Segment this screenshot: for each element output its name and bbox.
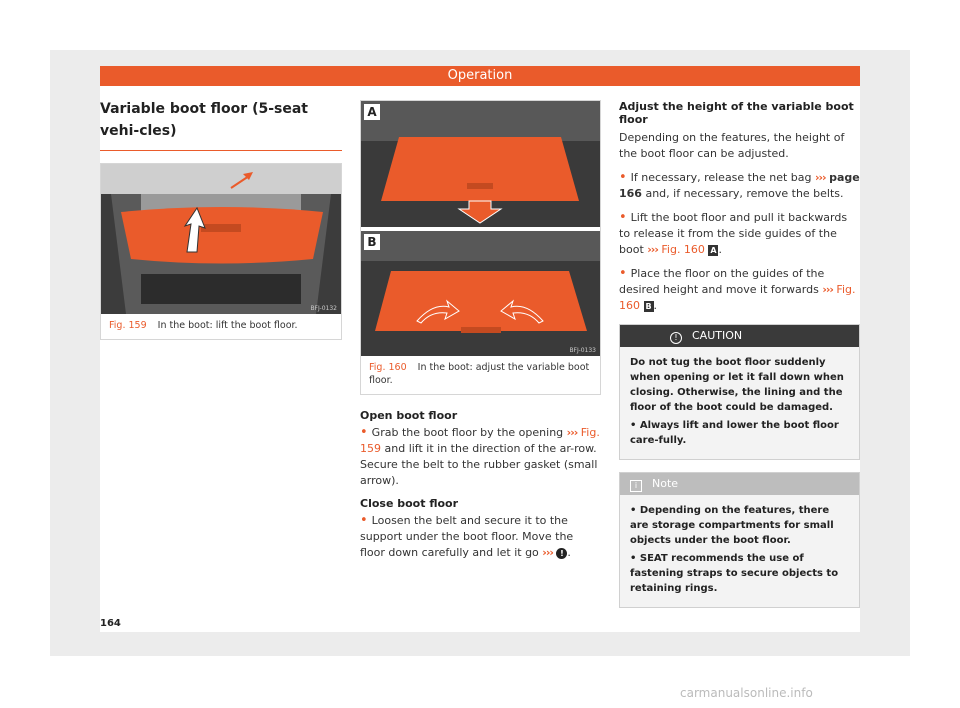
caution-bullet: • Always lift and lower the boot floor c… <box>630 418 849 448</box>
bullet-icon: • <box>360 513 368 528</box>
section-title: Variable boot floor (5-seat vehi-cles) <box>100 98 342 151</box>
adjust-bullet-1: •If necessary, release the net bag ››› p… <box>619 170 860 202</box>
link-arrows: ››› <box>822 283 834 296</box>
link-fig-160[interactable]: Fig. 160 <box>619 283 856 312</box>
boot-floor-lift-image: BFJ-0132 <box>101 164 341 314</box>
open-text: •Grab the boot floor by the opening ››› … <box>360 425 601 489</box>
caution-text: Do not tug the boot floor suddenly when … <box>630 357 844 413</box>
bullet-icon: • <box>630 505 640 516</box>
letter-a-badge: A <box>708 245 719 256</box>
column-2: A B BFJ-0133 Fig. 160 In the boot: adjus… <box>360 100 601 569</box>
adjust-b2-text-1: Lift the boot floor and pull it backward… <box>619 211 848 256</box>
figure-caption: Fig. 159 In the boot: lift the boot floo… <box>101 314 341 339</box>
caution-title: CAUTION <box>692 329 743 342</box>
info-icon: i <box>630 480 642 492</box>
panel-b: B BFJ-0133 <box>361 231 600 356</box>
link-page-166[interactable]: page 166 <box>619 171 860 200</box>
link-arrows: ››› <box>647 243 659 256</box>
close-text: •Loosen the belt and secure it to the su… <box>360 513 574 559</box>
adjust-bullet-3: •Place the floor on the guides of the de… <box>619 266 856 312</box>
bullet-icon: • <box>630 553 640 564</box>
panel-a-illustration <box>361 101 600 227</box>
note-header: i Note <box>620 473 859 495</box>
figure-caption: Fig. 160 In the boot: adjust the variabl… <box>361 356 600 394</box>
note-content: • Depending on the features, there are s… <box>620 495 859 607</box>
panel-label-a: A <box>364 104 380 120</box>
bullet-icon: • <box>619 210 627 225</box>
note-bullet-1-text: Depending on the features, there are sto… <box>630 505 834 546</box>
bullet-icon: • <box>360 425 368 440</box>
adjust-intro: Depending on the features, the height of… <box>619 131 845 160</box>
note-title: Note <box>652 477 679 490</box>
adjust-bullet-2: •Lift the boot floor and pull it backwar… <box>619 210 848 256</box>
column-3: Adjust the height of the variable boot f… <box>619 100 860 608</box>
image-code: BFJ-0133 <box>569 347 596 354</box>
boot-floor-adjust-image: A B BFJ-0133 <box>361 101 600 356</box>
caution-box: ! CAUTION Do not tug the boot floor sudde… <box>619 324 860 460</box>
note-bullet-1: • Depending on the features, there are s… <box>630 503 849 548</box>
open-text-2: and lift it in the direction of the ar-r… <box>360 442 598 487</box>
caution-content: Do not tug the boot floor suddenly when … <box>620 347 859 459</box>
panel-a: A <box>361 101 600 227</box>
figure-caption-text: In the boot: lift the boot floor. <box>157 320 298 331</box>
bullet-icon: • <box>619 266 627 281</box>
caution-icon: ! <box>670 332 682 344</box>
bullet-icon: • <box>630 420 640 431</box>
boot-interior-illustration <box>101 164 341 314</box>
panel-label-b: B <box>364 234 380 250</box>
caution-header: ! CAUTION <box>620 325 859 347</box>
figure-number: Fig. 159 <box>109 320 147 331</box>
link-arrows: ››› <box>814 171 827 184</box>
link-fig-159[interactable]: Fig. 159 <box>360 426 600 455</box>
figure-160: A B BFJ-0133 Fig. 160 In the boot: adjus… <box>360 100 601 395</box>
figure-caption-text: In the boot: adjust the variable boot fl… <box>369 362 590 386</box>
header-band: Operation <box>100 66 860 86</box>
column-1: Variable boot floor (5-seat vehi-cles) B… <box>100 98 342 340</box>
adjust-heading: Adjust the height of the variable boot f… <box>619 100 854 126</box>
note-box: i Note • Depending on the features, there… <box>619 472 860 608</box>
letter-b-badge: B <box>643 301 654 312</box>
open-text-1: Grab the boot floor by the opening <box>371 426 564 439</box>
note-bullet-2: • SEAT recommends the use of fastening s… <box>630 551 849 596</box>
link-arrows: ››› <box>566 426 579 439</box>
close-heading: Close boot floor <box>360 497 459 510</box>
page-number: 164 <box>100 618 121 629</box>
adjust-b1-text-2: and, if necessary, remove the belts. <box>645 187 844 200</box>
watermark: carmanualsonline.info <box>680 686 813 700</box>
figure-number: Fig. 160 <box>369 362 407 373</box>
adjust-b3-text-1: Place the floor on the guides of the des… <box>619 267 825 296</box>
link-arrows[interactable]: ››› <box>542 546 554 559</box>
adjust-b1-text-1: If necessary, release the net bag <box>630 171 812 184</box>
link-fig-160[interactable]: Fig. 160 <box>661 243 705 256</box>
open-heading: Open boot floor <box>360 409 458 422</box>
bullet-icon: • <box>619 170 627 185</box>
image-code: BFJ-0132 <box>310 305 337 312</box>
panel-b-illustration <box>361 231 600 356</box>
close-text-1: Loosen the belt and secure it to the sup… <box>360 514 574 559</box>
warning-icon[interactable]: ! <box>556 548 568 559</box>
note-bullet-2-text: SEAT recommends the use of fastening str… <box>630 553 839 594</box>
figure-159: BFJ-0132 Fig. 159 In the boot: lift the … <box>100 163 342 340</box>
caution-bullet-text: Always lift and lower the boot floor car… <box>630 420 839 446</box>
